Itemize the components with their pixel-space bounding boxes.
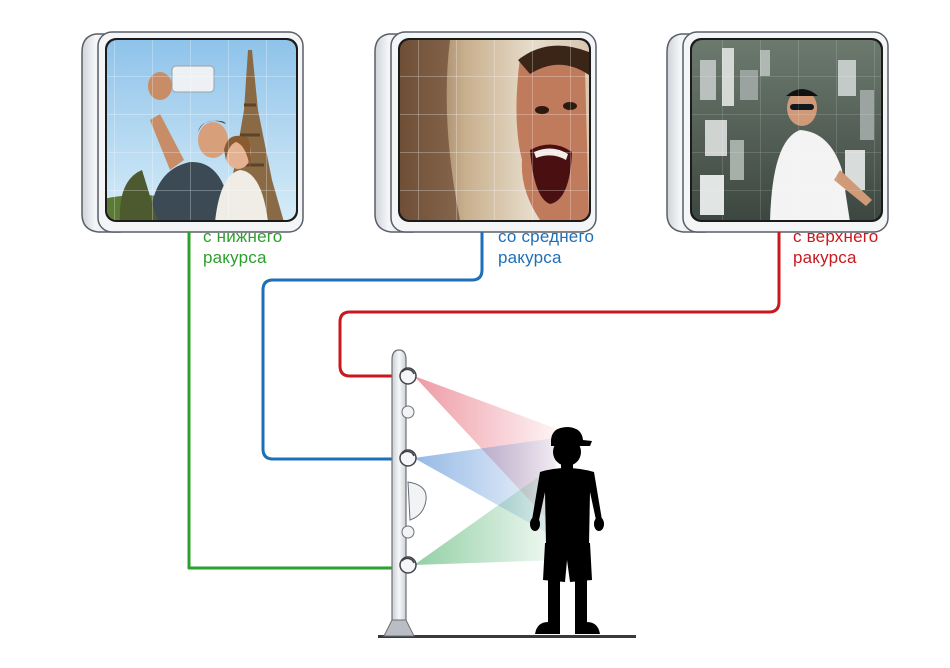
label-high-line1: с верхнего xyxy=(793,227,879,246)
beam-low xyxy=(414,470,560,565)
label-low-line1: с нижнего xyxy=(203,227,283,246)
label-mid-line2: ракурса xyxy=(498,248,562,267)
camera-low-icon xyxy=(399,556,417,574)
label-high-angle: с верхнего ракурса xyxy=(793,226,878,268)
ground-line xyxy=(378,635,636,638)
label-high-line2: ракурса xyxy=(793,248,857,267)
camera-pole xyxy=(383,349,427,637)
monitor-low-angle xyxy=(81,31,304,233)
label-low-line2: ракурса xyxy=(203,248,267,267)
screen-selfie-couple xyxy=(107,40,296,220)
connector-green xyxy=(187,232,402,570)
screen-screaming-man xyxy=(400,40,589,220)
person-silhouette xyxy=(530,427,604,634)
screen-rooftop-selfie xyxy=(692,40,881,220)
connector-blue xyxy=(261,232,484,461)
monitor-mid-angle xyxy=(374,31,597,233)
camera-high-icon xyxy=(399,367,417,385)
label-mid-line1: со среднего xyxy=(498,227,595,246)
camera-mid-icon xyxy=(399,449,417,467)
label-mid-angle: со среднего ракурса xyxy=(498,226,594,268)
monitor-high-angle xyxy=(666,31,889,233)
label-low-angle: с нижнего ракурса xyxy=(203,226,282,268)
connector-red xyxy=(338,232,781,378)
